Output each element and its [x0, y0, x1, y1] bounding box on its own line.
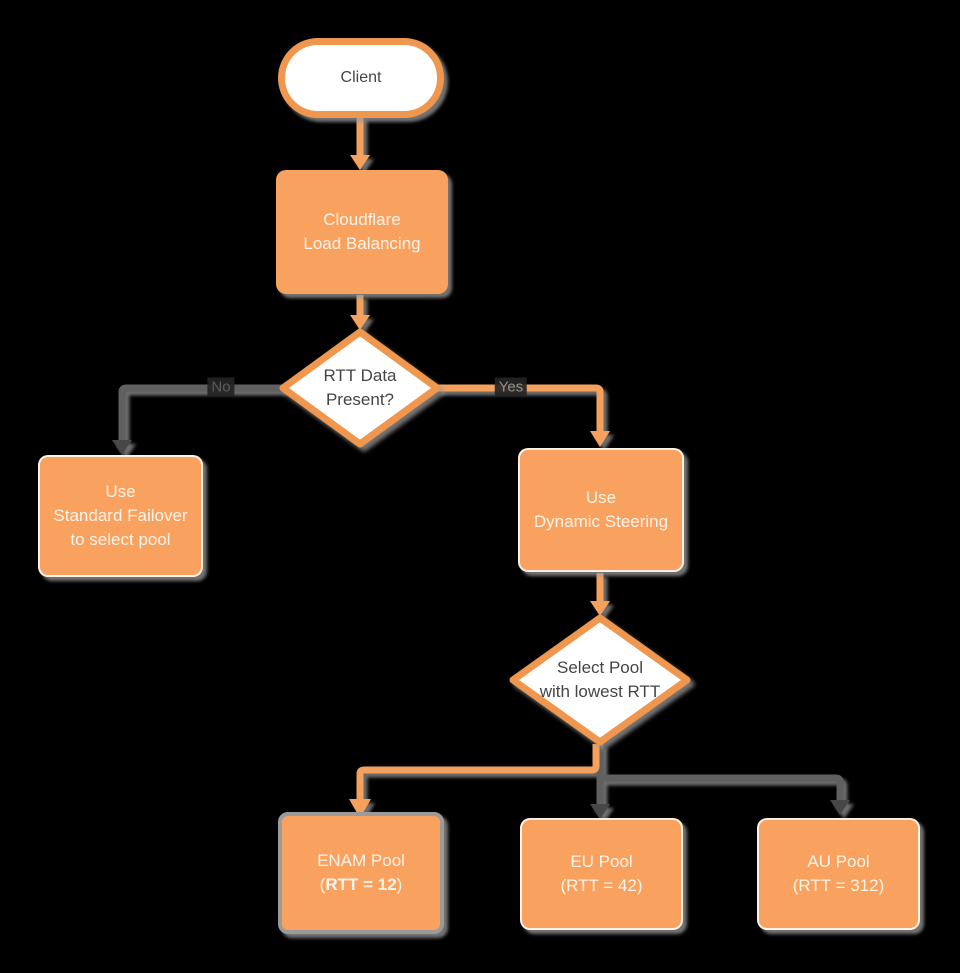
node-client-label: Client — [340, 69, 382, 86]
node-au-pool: AU Pool (RTT = 312) — [757, 818, 920, 930]
node-eu-pool-line2: (RTT = 42) — [560, 876, 643, 895]
node-client: Client — [278, 38, 444, 118]
node-enam-pool-line1: ENAM Pool — [317, 851, 405, 870]
edge-selectpool-to-au — [596, 744, 844, 804]
node-standard-failover-line3: to select pool — [70, 530, 171, 549]
node-standard-failover-line1: Use — [105, 482, 136, 501]
node-select-pool-line1: Select Pool — [557, 658, 643, 677]
node-load-balancer-line2: Load Balancing — [303, 234, 421, 253]
node-rtt-decision-text: RTT Data Present? — [276, 326, 444, 450]
node-select-pool-text: Select Pool with lowest RTT — [506, 612, 694, 748]
node-select-pool-line2: with lowest RTT — [539, 682, 661, 701]
node-dynamic-steering-line2: Dynamic Steering — [533, 512, 669, 531]
node-standard-failover-line2: Standard Failover — [53, 506, 188, 525]
node-enam-pool: ENAM Pool (RTT = 12) — [278, 812, 444, 934]
edge-decision-yes — [437, 384, 604, 434]
node-au-pool-line2: (RTT = 312) — [792, 876, 885, 895]
node-eu-pool: EU Pool (RTT = 42) — [520, 818, 683, 930]
diamond-shape — [509, 614, 691, 746]
arrowhead-down-icon — [349, 799, 371, 818]
node-rtt-decision-line1: RTT Data — [323, 366, 397, 385]
edge-label-yes: Yes — [494, 377, 528, 397]
node-dynamic-steering: Use Dynamic Steering — [518, 448, 684, 572]
arrowhead-down-icon — [830, 800, 850, 815]
arrowhead-down-icon — [590, 601, 610, 616]
paren-open: ( — [319, 875, 326, 894]
node-rtt-decision-line2: Present? — [325, 390, 395, 409]
arrowhead-down-icon — [590, 431, 610, 447]
arrowhead-down-icon — [350, 155, 370, 170]
arrowhead-down-icon — [590, 804, 610, 819]
rtt-value-bold: RTT = 12 — [325, 875, 397, 894]
node-load-balancer: Cloudflare Load Balancing — [276, 170, 448, 294]
edge-label-no: No — [207, 377, 235, 397]
node-standard-failover: Use Standard Failover to select pool — [38, 455, 203, 577]
arrowhead-down-icon — [350, 315, 370, 330]
diamond-shape — [279, 328, 441, 448]
paren-close: ) — [396, 875, 403, 894]
node-dynamic-steering-line1: Use — [585, 488, 617, 507]
node-eu-pool-line1: EU Pool — [570, 852, 633, 871]
node-load-balancer-line1: Cloudflare — [323, 210, 401, 229]
edge-decision-no — [118, 384, 283, 444]
node-au-pool-line1: AU Pool — [807, 852, 870, 871]
node-select-pool: Select Pool with lowest RTT — [506, 612, 694, 748]
edge-selectpool-to-enam — [356, 744, 600, 802]
node-enam-pool-line2: (RTT = 12) — [320, 873, 403, 897]
arrowhead-down-icon — [112, 440, 132, 455]
node-rtt-decision: RTT Data Present? — [276, 326, 444, 450]
